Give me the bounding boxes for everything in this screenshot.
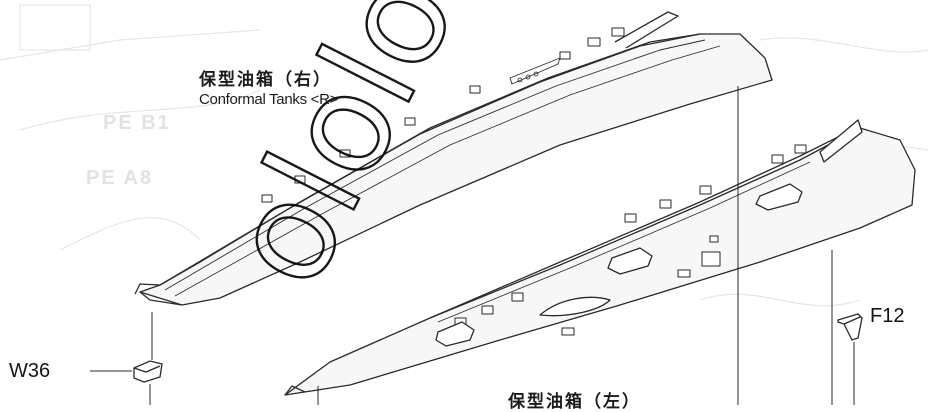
tank-right-label-cn: 保型油箱（右） (199, 70, 332, 90)
background-mark: PE A8 (86, 167, 154, 189)
conformal-tank-right (134, 11, 773, 306)
tank-left-label-cn: 保型油箱（左） (508, 392, 641, 412)
background-mark: PE B1 (103, 112, 171, 134)
part-f12-drawing (837, 313, 863, 341)
leader-lines (90, 86, 855, 405)
tank-right-label-en: Conformal Tanks <R> (199, 91, 339, 108)
part-w36-drawing (133, 360, 163, 383)
part-f12-label: F12 (870, 305, 905, 327)
part-w36-label: W36 (9, 360, 51, 382)
conformal-tank-left (284, 119, 916, 396)
background-sketch (0, 4, 928, 307)
